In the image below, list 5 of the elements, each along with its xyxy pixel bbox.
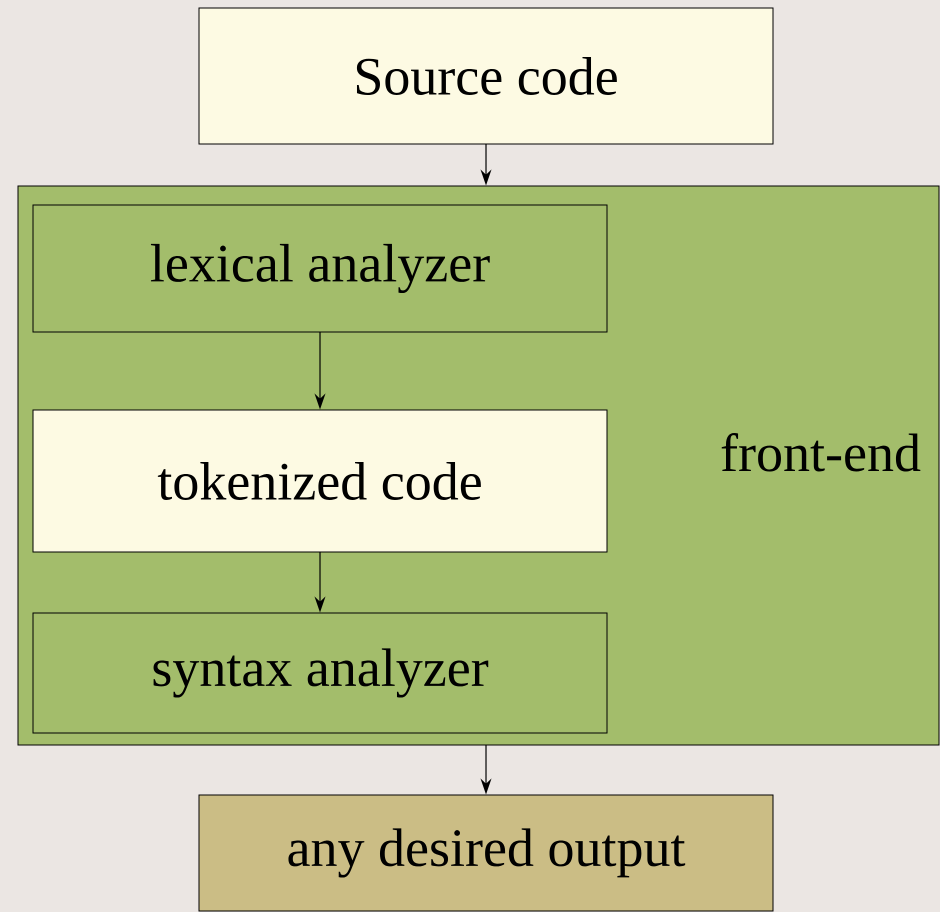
source-box: Source code	[198, 8, 774, 144]
process-box: lexical analyzer	[32, 204, 608, 332]
output-box: any desired output	[198, 794, 774, 912]
data-box: tokenized code	[32, 410, 608, 552]
process-box: syntax analyzer	[32, 612, 608, 734]
